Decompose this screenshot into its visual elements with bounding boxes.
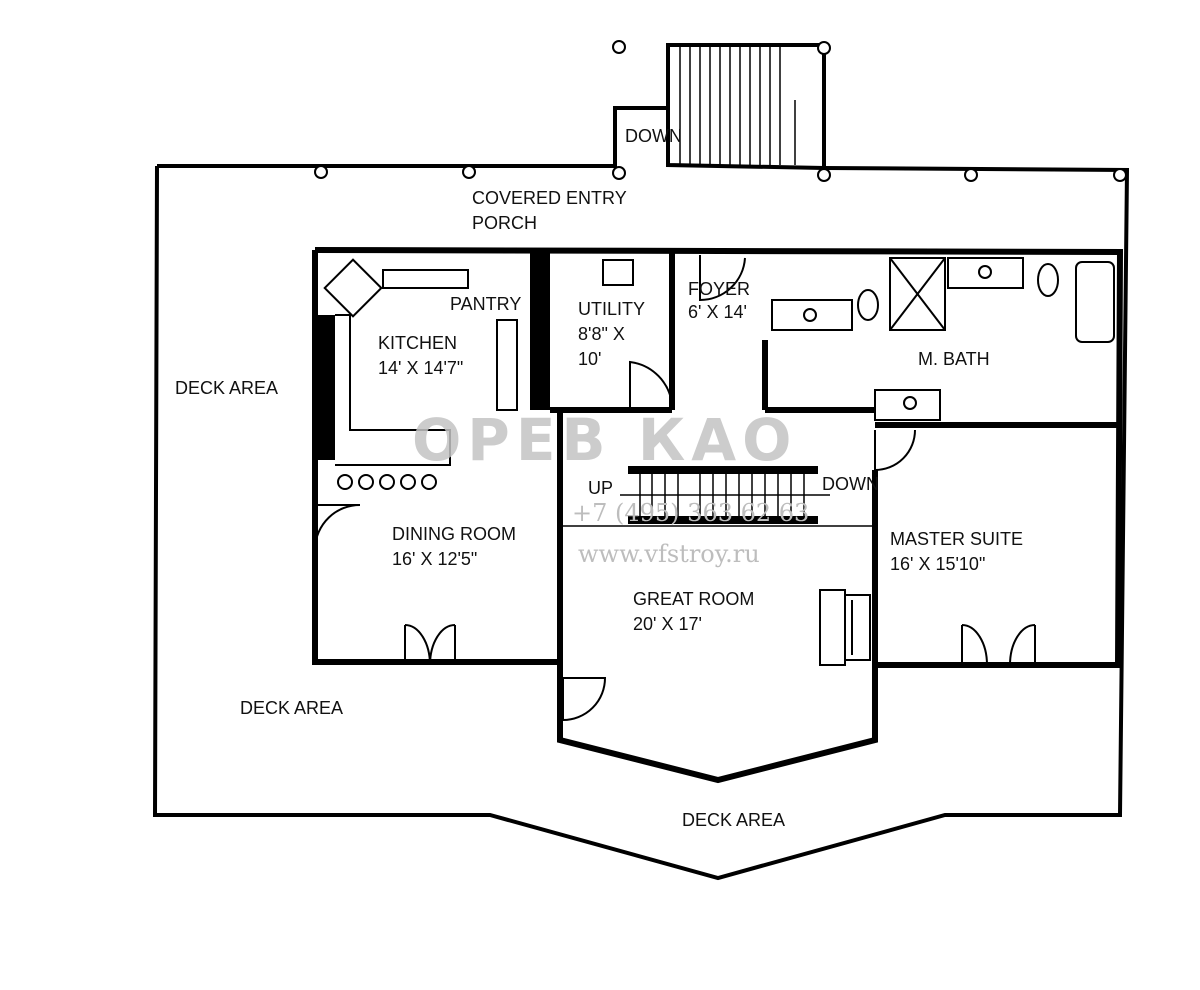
label-down-porch: DOWN (625, 126, 682, 146)
label-deck-bottom: DECK AREA (682, 810, 785, 830)
bar-stools (337, 474, 437, 490)
watermark-phone: +7 (495) 363 62 63 (572, 499, 809, 527)
label-great-room: GREAT ROOM (633, 589, 754, 609)
label-porch-line2: PORCH (472, 213, 537, 233)
deck-outline (152, 106, 1130, 881)
label-porch-line1: COVERED ENTRY (472, 188, 627, 208)
label-great-room-size: 20' X 17' (633, 614, 702, 634)
label-deck-lower-left: DECK AREA (240, 698, 343, 718)
bath-fixtures (602, 257, 1115, 421)
house-walls (312, 247, 1124, 784)
watermark-url: www.vfstroy.ru (578, 540, 760, 568)
kitchen-thick-wall (530, 250, 550, 410)
label-dining: DINING ROOM (392, 524, 516, 544)
label-pantry: PANTRY (450, 294, 521, 314)
kitchen-counters (323, 258, 518, 466)
fireplace (819, 589, 871, 666)
interior-stair (560, 466, 875, 527)
label-utility: UTILITY (578, 299, 645, 319)
label-stair-up: UP (588, 478, 613, 498)
porch-posts (314, 40, 1127, 182)
label-kitchen-size: 14' X 14'7" (378, 358, 463, 378)
label-foyer-size: 6' X 14' (688, 302, 747, 322)
watermark-logo: ОРЕВ КАО (412, 406, 797, 474)
doors (314, 255, 1036, 722)
label-kitchen: KITCHEN (378, 333, 457, 353)
label-master-bath: M. BATH (918, 349, 990, 369)
label-foyer: FOYER (688, 279, 750, 299)
label-master-suite-size: 16' X 15'10" (890, 554, 985, 574)
label-dining-size: 16' X 12'5" (392, 549, 477, 569)
label-deck-left: DECK AREA (175, 378, 278, 398)
label-master-suite: MASTER SUITE (890, 529, 1023, 549)
label-stair-down: DOWN (822, 474, 879, 494)
kitchen-left-counter (315, 315, 335, 460)
label-utility-size1: 8'8" X (578, 324, 625, 344)
label-utility-size2: 10' (578, 349, 601, 369)
exterior-stair (666, 43, 826, 168)
